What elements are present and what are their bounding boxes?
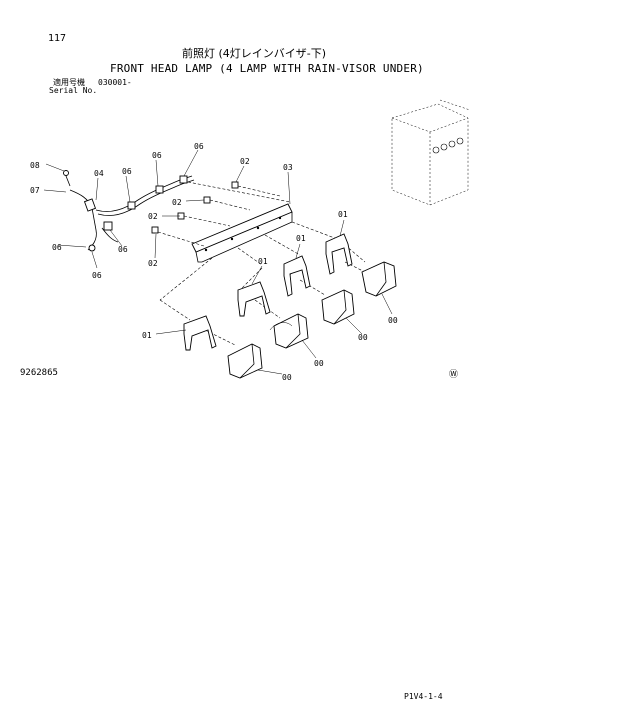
callout-01: 01 — [338, 210, 348, 219]
machine-thumbnail — [391, 99, 471, 206]
serial-label-japanese: 適用号機 — [53, 78, 85, 87]
footer-code: P1V4-1-4 — [404, 692, 443, 701]
callout-06: 06 — [92, 271, 102, 280]
mounting-bar — [191, 203, 293, 263]
callout-01: 01 — [296, 234, 306, 243]
bolts — [151, 181, 239, 234]
leader-lines — [43, 149, 393, 375]
serial-label-english: Serial No. — [49, 86, 98, 95]
callout-06: 06 — [152, 151, 162, 160]
title-japanese: 前照灯 (4灯レインバイザ-下) — [182, 47, 327, 60]
callout-06: 06 — [122, 167, 132, 176]
callout-02: 02 — [148, 259, 158, 268]
callout-01: 01 — [142, 331, 152, 340]
callout-07: 07 — [30, 186, 40, 195]
callout-00: 00 — [358, 333, 368, 342]
serial-value: 030001- — [98, 78, 132, 87]
wire-harness — [63, 170, 195, 252]
callout-labels: 08 07 04 06 06 06 06 06 06 02 02 02 02 0… — [30, 142, 398, 382]
diagram-id: 9262865 — [20, 368, 58, 378]
callout-00: 00 — [282, 373, 292, 382]
thumbnail-lamps — [432, 137, 464, 154]
page-number: 117 — [48, 33, 67, 44]
lamp-brackets — [183, 233, 353, 351]
callout-03: 03 — [283, 163, 293, 172]
callout-01: 01 — [258, 257, 268, 266]
callout-02: 02 — [172, 198, 182, 207]
region-mark: Ⓦ — [449, 369, 458, 380]
lamps — [227, 261, 397, 379]
callout-04: 04 — [94, 169, 104, 178]
callout-08: 08 — [30, 161, 40, 170]
callout-00: 00 — [314, 359, 324, 368]
callout-06: 06 — [194, 142, 204, 151]
callout-06: 06 — [52, 243, 62, 252]
callout-00: 00 — [388, 316, 398, 325]
callout-06: 06 — [118, 245, 128, 254]
callout-02: 02 — [240, 157, 250, 166]
title-english: FRONT HEAD LAMP (4 LAMP WITH RAIN-VISOR … — [110, 62, 424, 75]
callout-02: 02 — [148, 212, 158, 221]
